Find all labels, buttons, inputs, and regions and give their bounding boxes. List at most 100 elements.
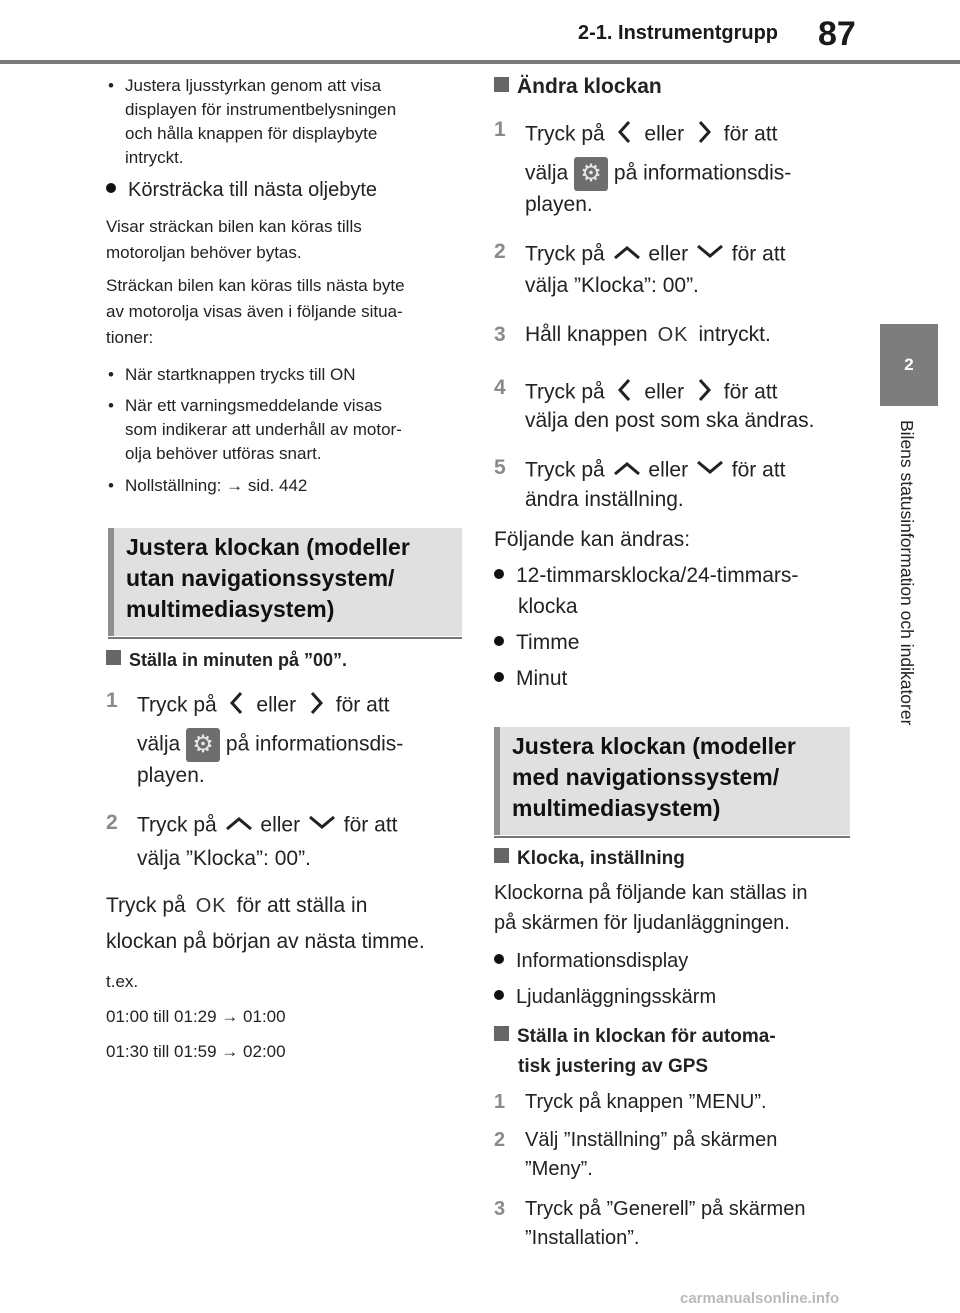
step-number: 2 xyxy=(106,811,118,834)
subheading-gps: Ställa in klockan för automa- xyxy=(494,1026,776,1048)
bullet-marker: • xyxy=(108,396,114,415)
oil-heading: Körsträcka till nästa oljebyte xyxy=(106,179,377,202)
gps-step-3-line-2: ”Installation”. xyxy=(525,1227,640,1249)
brightness-text-1: Justera ljusstyrkan genom att visa xyxy=(125,76,382,95)
chevron-down-icon xyxy=(694,240,726,270)
example-row: 01:00 till 01:29 → 01:00 xyxy=(106,1007,286,1026)
gps-step-2-line-2: ”Meny”. xyxy=(525,1158,593,1180)
bullet-dot xyxy=(494,990,504,1000)
oil-text-5: tioner: xyxy=(106,328,154,347)
ok-button-icon: OK xyxy=(657,324,689,346)
oil-text-1: Visar sträckan bilen kan köras tills xyxy=(106,217,362,236)
change-item: Timme xyxy=(494,631,579,655)
step-number: 1 xyxy=(494,118,506,141)
square-marker xyxy=(106,650,121,665)
step-number: 4 xyxy=(494,376,506,399)
header-rule xyxy=(0,60,960,64)
clock-paragraph-1: Klockorna på följande kan ställas in xyxy=(494,882,808,904)
section-box-line: multimediasystem) xyxy=(512,795,721,821)
clock-list-item: Informationsdisplay xyxy=(494,950,688,973)
chevron-right-icon xyxy=(690,118,718,152)
subheading-clock-setting: Klocka, inställning xyxy=(494,848,685,870)
r-step-2-line-1: Tryck på eller för att xyxy=(525,240,786,270)
bullet-dot xyxy=(494,954,504,964)
section-box-line: med navigationssystem/ xyxy=(512,764,780,790)
step-number: 2 xyxy=(494,1129,506,1151)
chevron-down-icon xyxy=(306,811,338,841)
subheading-change-clock: Ändra klockan xyxy=(494,75,662,99)
subheading-minute: Ställa in minuten på ”00”. xyxy=(106,650,347,671)
chevron-left-icon xyxy=(223,689,251,723)
r-step-1-line-3: playen. xyxy=(525,193,593,216)
clock-list-item: Ljudanläggningsskärm xyxy=(494,986,716,1009)
step-number: 1 xyxy=(494,1091,506,1113)
subheading-gps-cont: tisk justering av GPS xyxy=(518,1056,709,1077)
example-row: 01:30 till 01:59 → 02:00 xyxy=(106,1042,286,1061)
gps-step-1: Tryck på knappen ”MENU”. xyxy=(525,1091,767,1113)
chevron-left-icon xyxy=(611,118,639,152)
bullet-dot xyxy=(494,672,504,682)
step-number: 3 xyxy=(494,323,506,346)
step-1-line-3: playen. xyxy=(137,764,205,787)
brightness-text-3: och hålla knappen för displaybyte xyxy=(125,124,378,143)
square-marker xyxy=(494,848,509,863)
square-marker xyxy=(494,77,509,92)
r-step-1-line-2: välja ⚙ på informationsdis- xyxy=(525,157,791,191)
section-box-with-nav: Justera klockan (modeller med navigation… xyxy=(494,727,850,838)
chapter-tab-label: Bilens statusinformation och indikatorer xyxy=(897,420,917,726)
step-2-line-1: Tryck på eller för att xyxy=(137,811,398,841)
section-box-line: Justera klockan (modeller xyxy=(512,733,796,759)
ok-button-icon: OK xyxy=(195,895,227,917)
gps-step-3-line-1: Tryck på ”Generell” på skärmen xyxy=(525,1198,806,1220)
gear-icon: ⚙ xyxy=(186,728,221,762)
step-1-line-2: välja ⚙ på informationsdis- xyxy=(137,728,403,762)
section-box-line: multimediasystem) xyxy=(126,596,335,622)
step-number: 5 xyxy=(494,456,506,479)
clock-paragraph-2: på skärmen för ljudanläggningen. xyxy=(494,912,790,934)
changes-intro: Följande kan ändras: xyxy=(494,528,691,551)
brightness-text-2: displayen för instrumentbelysningen xyxy=(125,100,397,119)
example-label: t.ex. xyxy=(106,972,139,991)
change-item: 12-timmarsklocka/24-timmars- xyxy=(494,564,798,588)
section-box-underline xyxy=(494,836,850,838)
r-step-2-line-2: välja ”Klocka”: 00”. xyxy=(525,274,699,297)
gps-step-2-line-1: Välj ”Inställning” på skärmen xyxy=(525,1129,778,1151)
step-number: 3 xyxy=(494,1198,506,1220)
r-step-4-line-1: Tryck på eller för att xyxy=(525,376,778,410)
chevron-up-icon xyxy=(611,456,643,486)
chapter-tab-number: 2 xyxy=(880,324,938,406)
r-step-5-line-1: Tryck på eller för att xyxy=(525,456,786,486)
oil-text-3: Sträckan bilen kan köras tills nästa byt… xyxy=(106,276,405,295)
bullet-dot xyxy=(494,636,504,646)
oil-text-2: motoroljan behöver bytas. xyxy=(106,243,302,262)
square-marker xyxy=(494,1026,509,1041)
bullet-dot xyxy=(494,569,504,579)
list-item-reset: Nollställning: → sid. 442 xyxy=(125,476,308,495)
step-1-line-1: Tryck på eller för att xyxy=(137,689,390,723)
list-item: som indikerar att underhåll av motor- xyxy=(125,420,402,439)
r-step-1-line-1: Tryck på eller för att xyxy=(525,118,778,152)
chevron-right-icon xyxy=(302,689,330,723)
r-step-5-line-2: ändra inställning. xyxy=(525,488,684,511)
chevron-up-icon xyxy=(223,811,255,841)
chevron-right-icon xyxy=(690,376,718,410)
step-number: 2 xyxy=(494,240,506,263)
change-item: Minut xyxy=(494,667,567,691)
bullet-marker: • xyxy=(108,476,114,495)
step-number: 1 xyxy=(106,689,118,712)
step-2-line-2: välja ”Klocka”: 00”. xyxy=(137,847,311,870)
section-box-line: Justera klockan (modeller xyxy=(126,534,410,560)
section-box-line: utan navigationssystem/ xyxy=(126,565,395,591)
chevron-down-icon xyxy=(694,456,726,486)
oil-text-4: av motorolja visas även i följande situa… xyxy=(106,302,403,321)
gear-icon: ⚙ xyxy=(574,157,609,191)
r-step-4-line-2: välja den post som ska ändras. xyxy=(525,409,815,432)
footer-watermark: carmanualsonline.info xyxy=(680,1290,840,1307)
change-item-cont: klocka xyxy=(518,595,578,618)
bullet-dot xyxy=(106,183,116,193)
chevron-left-icon xyxy=(611,376,639,410)
bullet-marker: • xyxy=(108,365,114,384)
list-item: olja behöver utföras snart. xyxy=(125,444,322,463)
